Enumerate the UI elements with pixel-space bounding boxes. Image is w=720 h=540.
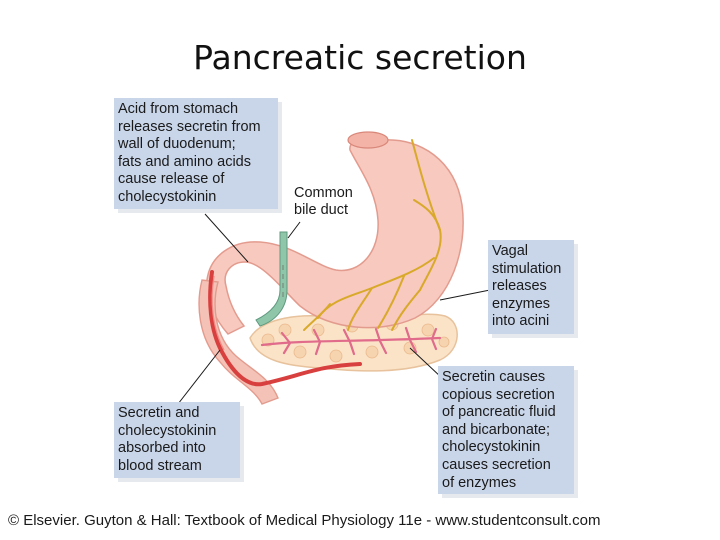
- common-bile-duct: [255, 231, 288, 327]
- callout-stomach-acid: Acid from stomach releases secretin from…: [114, 98, 278, 209]
- callout-line: Secretin and: [118, 405, 200, 421]
- blood-vessel: [208, 270, 362, 387]
- callout-line: copious secretion: [442, 386, 555, 403]
- callout-line: into acini: [492, 313, 550, 330]
- callout-line: cholecystokinin: [118, 188, 217, 205]
- callout-line: cholecystokinin: [118, 422, 217, 439]
- callout-absorbed-bloodstream: Secretin and cholecystokinin absorbed in…: [114, 402, 240, 478]
- callout-line: wall of duodenum;: [118, 136, 236, 153]
- slide-title: Pancreatic secretion: [193, 38, 527, 77]
- callout-line: of pancreatic fluid: [442, 404, 556, 421]
- callout-line: stimulation: [492, 260, 562, 277]
- callout-line: cause release of: [118, 171, 225, 188]
- callout-line: of enzymes: [442, 474, 517, 491]
- callout-pointers: [177, 213, 491, 405]
- stomach: [206, 135, 464, 335]
- callout-line: cholecystokinin: [442, 439, 541, 456]
- callout-vagal-stimulation: Vagal stimulation releases enzymes into …: [488, 240, 574, 334]
- callout-line: fats and amino acids: [118, 153, 251, 170]
- callout-line: blood stream: [118, 457, 202, 474]
- esophagus-opening: [347, 131, 389, 149]
- callout-line: Acid from stomach: [118, 101, 239, 117]
- callout-secretin-effect: Secretin causes copious secretion of pan…: [438, 366, 574, 494]
- vagal-nerve: [303, 139, 442, 331]
- callout-line: Secretin causes: [442, 369, 546, 385]
- callout-line: releases: [492, 278, 547, 295]
- callout-line: enzymes: [492, 295, 551, 312]
- pancreatic-duct: [260, 326, 442, 356]
- callout-line: and bicarbonate;: [442, 421, 551, 438]
- duodenum: [198, 279, 279, 405]
- callout-line: causes secretion: [442, 456, 551, 473]
- label-line: Common: [294, 185, 353, 201]
- callout-line: releases secretin from: [118, 118, 261, 135]
- copyright-footer: © Elsevier. Guyton & Hall: Textbook of M…: [8, 512, 601, 529]
- label-line: bile duct: [294, 202, 349, 218]
- blood-vessel-highlight: [211, 275, 225, 351]
- label-common-bile-duct: Common bile duct: [294, 185, 353, 219]
- callout-line: Vagal: [492, 243, 529, 259]
- callout-line: absorbed into: [118, 440, 206, 457]
